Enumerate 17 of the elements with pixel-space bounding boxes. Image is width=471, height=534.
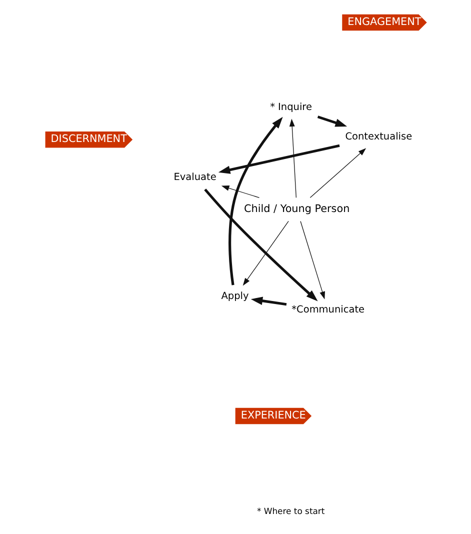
arrow [309, 148, 366, 198]
arrow [242, 220, 288, 286]
arrow [228, 116, 282, 286]
arrow [220, 186, 260, 198]
arrow [300, 220, 324, 300]
node-text: Child / Young Person [244, 202, 350, 215]
arrow [316, 116, 347, 127]
node-text: Contextualise [344, 131, 412, 142]
label: * Where to start [256, 506, 324, 516]
arrow [250, 296, 286, 306]
node-text: Evaluate [173, 172, 216, 183]
arrow [204, 188, 318, 302]
arrow [218, 144, 340, 174]
arrow [288, 118, 296, 198]
node-text: *Communicate [291, 304, 364, 316]
node-text: * Inquire [270, 102, 312, 114]
node-text: Apply [220, 291, 248, 302]
